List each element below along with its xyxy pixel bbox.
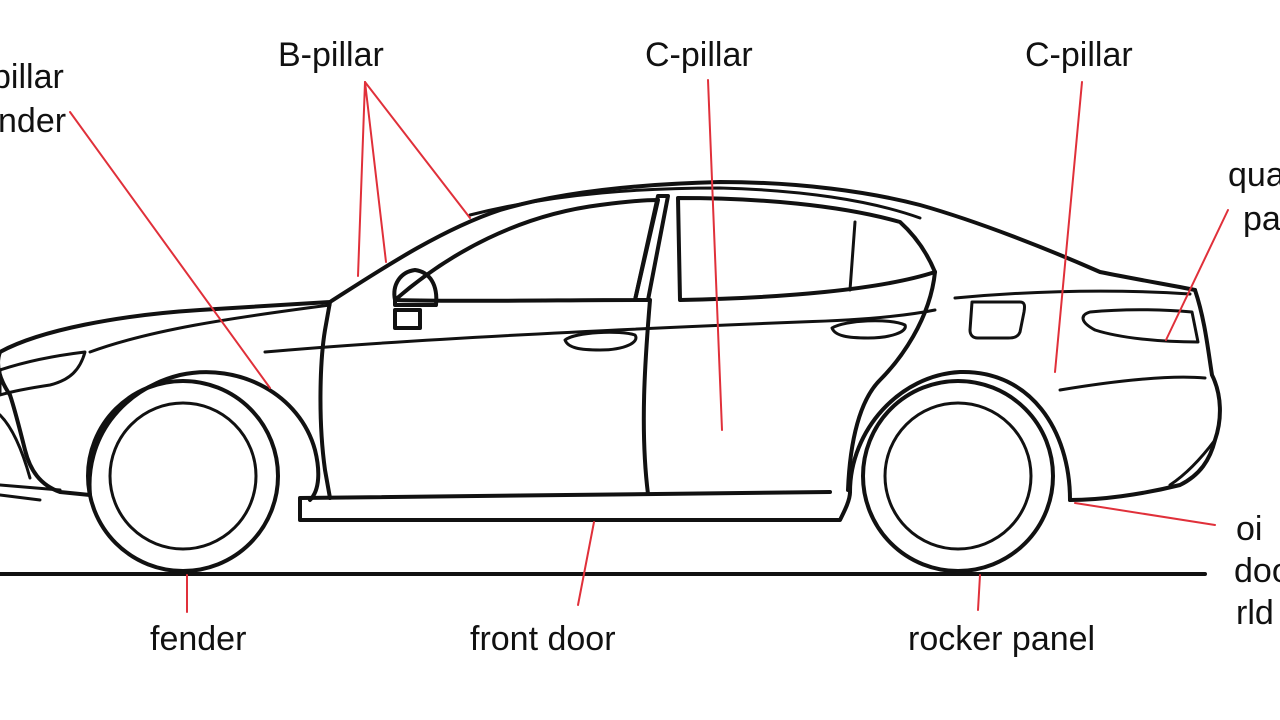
leader-c-pillar-center [707,79,723,431]
roof-outline [0,180,1197,354]
headlight [0,350,87,397]
rear-wheel-arch [848,369,1072,502]
label-right-bottom-line3: rld [1236,594,1274,632]
leader-a-pillar [69,111,271,389]
label-c-pillar-center: C-pillar [645,36,753,74]
label-b-pillar: B-pillar [278,36,384,74]
leader-b-pillar-3 [364,81,471,219]
leader-c-pillar-right [1054,81,1083,373]
leader-lines [69,79,1229,613]
rear-door-handle [830,319,907,340]
front-wheel [86,379,280,573]
label-fender: fender [150,620,246,658]
rocker-panel-outline [298,490,852,522]
front-bumper-line [0,413,62,502]
label-quarter-panel-line2: pa [1243,200,1280,238]
label-front-door: front door [470,620,616,658]
rear-outline [1068,288,1222,502]
label-right-bottom-line2: doo [1234,552,1280,590]
rear-window [676,196,937,302]
label-quarter-panel-line1: qua [1228,156,1280,194]
front-door-rear-seam [641,298,652,496]
front-rim [108,401,258,551]
rear-bumper-line [1168,438,1217,487]
side-mirror [392,268,439,330]
label-right-bottom-line1: oi [1236,510,1262,548]
door-belt-line [263,308,937,354]
label-a-pillar-line2: nder [0,102,66,140]
part-labels: pillar nder B-pillar C-pillar C-pillar q… [0,36,1280,658]
front-door-handle [563,330,638,352]
rear-tire [861,379,1055,573]
front-wheel-arch [87,370,321,502]
leader-b-pillar-1 [357,81,366,277]
b-pillar-shape [633,194,670,302]
hood-line [88,303,332,354]
leader-right-bottom [1074,502,1216,526]
leader-front-door [577,521,595,606]
label-rocker-panel: rocker panel [908,620,1095,658]
quarter-window-divider [848,220,857,292]
belt-line [318,300,332,500]
window-top-trim [468,186,922,220]
label-c-pillar-right: C-pillar [1025,36,1133,74]
tail-light [1081,308,1200,344]
car-body [0,180,1222,522]
front-window [393,198,660,303]
fuel-cap [968,300,1026,340]
rear-bumper-lower [1058,375,1207,392]
leader-quarter-panel [1165,209,1229,341]
rear-wheel [861,379,1055,573]
trunk-line [953,289,1192,300]
label-a-pillar-line1: pillar [0,58,64,96]
front-tire [86,379,280,573]
leader-b-pillar-2 [364,81,387,263]
front-outline [0,350,92,497]
leader-rocker-panel [977,574,981,611]
rear-door-rear-seam [846,270,937,492]
rear-rim [883,401,1033,551]
